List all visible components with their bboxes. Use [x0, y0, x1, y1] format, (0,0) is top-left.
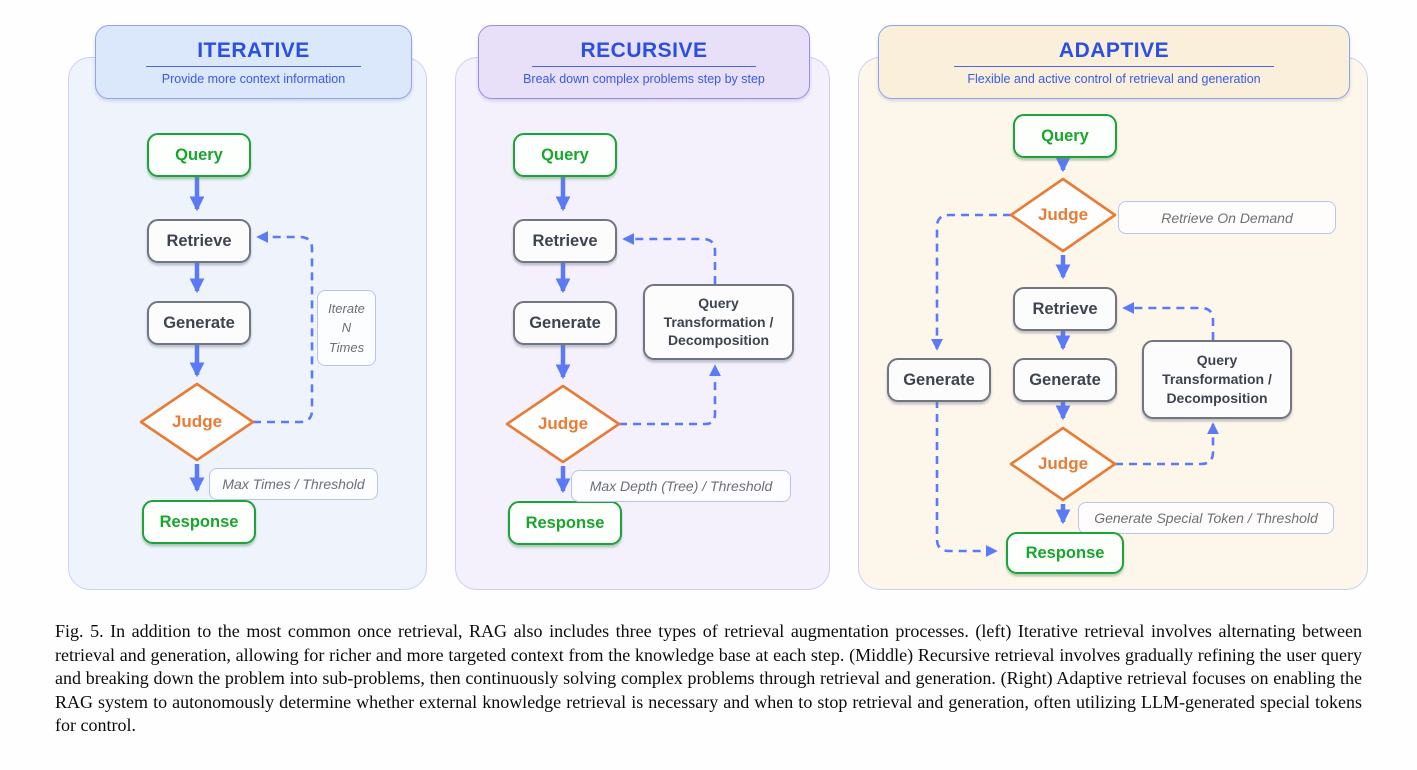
- node-judge-label: Judge: [171, 412, 223, 431]
- panel-title: ITERATIVE: [197, 38, 310, 62]
- judge-diamond-3a: [1009, 177, 1117, 253]
- title-underline: [531, 65, 757, 67]
- title-underline: [954, 65, 1274, 67]
- node-judge-label: Judge: [537, 414, 589, 433]
- judge-diamond-2: [505, 384, 621, 464]
- loop-count-annotation: Iterate N Times: [317, 290, 376, 366]
- dashed-transform-to-retrieve-3: [1122, 302, 1215, 340]
- node-query-transformation: Query Transformation / Decomposition: [1142, 340, 1292, 419]
- dashed-generate-left-to-response-3: [935, 400, 998, 557]
- exit-condition-annotation: Max Depth (Tree) / Threshold: [571, 470, 791, 502]
- header-adaptive: ADAPTIVE Flexible and active control of …: [878, 25, 1350, 99]
- header-recursive: RECURSIVE Break down complex problems st…: [478, 25, 810, 99]
- node-query-transformation: Query Transformation / Decomposition: [643, 284, 794, 360]
- judge-diamond-1: [139, 382, 255, 462]
- panel-subtitle: Break down complex problems step by step: [523, 71, 765, 86]
- dashed-transform-to-retrieve-2: [622, 233, 717, 284]
- node-retrieve: Retrieve: [1013, 287, 1117, 331]
- node-judge-label: Judge: [1037, 454, 1089, 473]
- node-response: Response: [1006, 532, 1124, 574]
- node-response: Response: [142, 500, 256, 544]
- retrieve-on-demand-annotation: Retrieve On Demand: [1118, 201, 1336, 234]
- title-underline: [146, 65, 361, 67]
- panel-subtitle: Flexible and active control of retrieval…: [967, 71, 1261, 86]
- node-response: Response: [508, 501, 622, 545]
- exit-condition-annotation: Generate Special Token / Threshold: [1078, 502, 1334, 534]
- node-retrieve: Retrieve: [513, 219, 617, 263]
- judge-diamond-3b: [1009, 426, 1117, 502]
- node-query: Query: [513, 133, 617, 177]
- panel-title: RECURSIVE: [580, 38, 708, 62]
- node-generate: Generate: [147, 301, 251, 345]
- figure-caption: Fig. 5. In addition to the most common o…: [55, 621, 1362, 735]
- panel-title: ADAPTIVE: [1058, 38, 1170, 62]
- node-generate-direct: Generate: [887, 358, 991, 402]
- exit-condition-annotation: Max Times / Threshold: [209, 468, 378, 500]
- dashed-judge2-to-transform-3: [1115, 422, 1219, 466]
- dashed-judge-to-generate-left-3: [931, 213, 1011, 351]
- node-query: Query: [147, 133, 251, 177]
- header-iterative: ITERATIVE Provide more context informati…: [95, 25, 412, 99]
- node-generate: Generate: [1013, 358, 1117, 402]
- panel-subtitle: Provide more context information: [161, 71, 346, 86]
- node-generate: Generate: [513, 301, 617, 345]
- node-retrieve: Retrieve: [147, 219, 251, 263]
- node-query: Query: [1013, 114, 1117, 158]
- dashed-judge-to-retrieve-loop-1: [253, 231, 314, 424]
- dashed-judge-to-transform-2: [619, 364, 721, 426]
- node-judge-label: Judge: [1037, 205, 1089, 224]
